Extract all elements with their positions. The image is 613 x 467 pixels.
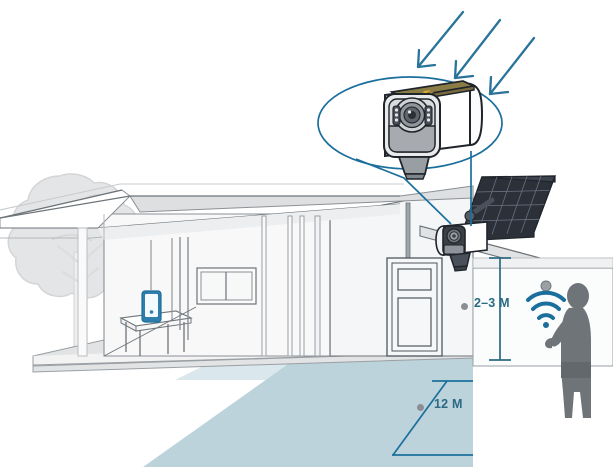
range-dimension-line	[392, 380, 473, 456]
smartphone	[141, 290, 162, 323]
height-dimension-line	[489, 257, 511, 361]
mount-height-marker-dot	[461, 303, 468, 310]
closeup-camera	[383, 80, 484, 180]
ground-sightline	[103, 306, 197, 357]
person	[545, 283, 591, 418]
sunlight-arrows	[416, 10, 536, 96]
wall-mounted-camera	[435, 221, 488, 272]
mount-height-label: 2–3 M	[474, 296, 510, 310]
porch-roof	[0, 183, 474, 240]
window	[196, 267, 257, 305]
front-door	[386, 257, 443, 357]
ceiling-wires	[150, 237, 189, 340]
detection-range-label: 12 M	[434, 397, 463, 411]
detection-range-marker-dot	[417, 404, 424, 411]
wifi-icon	[526, 280, 566, 328]
right-side-wall	[472, 257, 613, 367]
